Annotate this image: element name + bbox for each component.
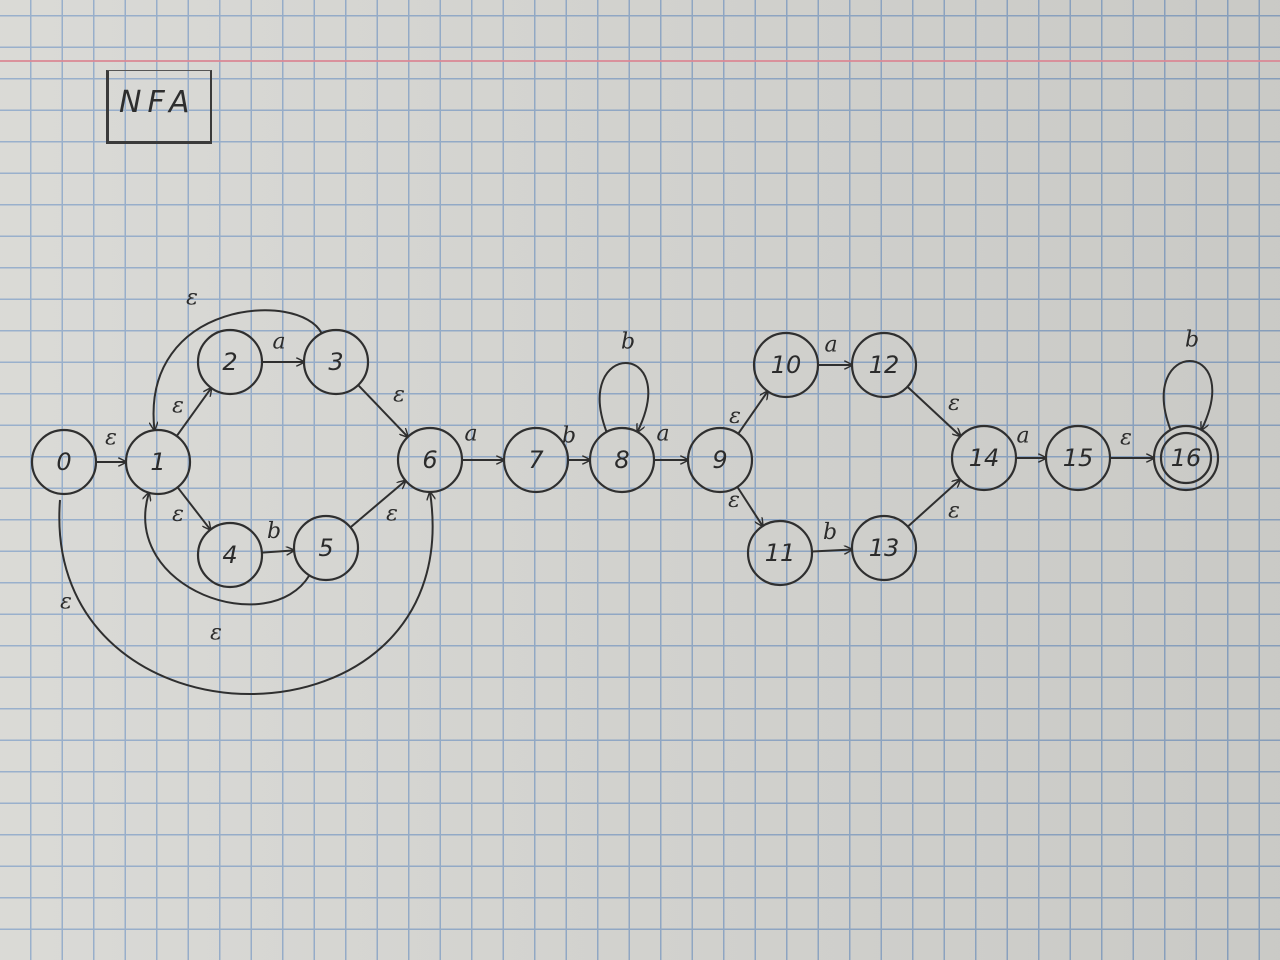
transition-1-to-4: [176, 486, 211, 529]
transition-12-to-14: [906, 386, 960, 436]
transition-13-to-14: [907, 479, 960, 528]
state-4: 4: [196, 521, 264, 589]
transition-label-3-to-1: ε: [186, 286, 198, 311]
transitions-layer: [58, 309, 1214, 695]
transition-label-5-to-6: ε: [386, 502, 398, 527]
transition-4-to-5: [261, 550, 294, 552]
state-7: 7: [502, 426, 570, 494]
transition-label-2-to-3: a: [272, 330, 285, 355]
transition-3-to-1: [154, 309, 323, 430]
transition-label-3-to-6: ε: [393, 383, 405, 408]
margin-line: [0, 60, 1280, 62]
state-label: 11: [765, 539, 796, 567]
state-circle: [1152, 424, 1220, 492]
state-16: 16: [1152, 424, 1220, 492]
state-14: 14: [950, 424, 1018, 492]
transition-label-4-to-5: b: [267, 519, 281, 544]
transition-label-9-to-10: ε: [729, 404, 741, 429]
state-12: 12: [850, 331, 918, 399]
transition-label-0-to-6: ε: [60, 590, 72, 615]
state-label: 13: [869, 534, 900, 562]
state-label: 12: [869, 351, 900, 379]
state-circle: [588, 426, 656, 494]
transition-label-1-to-4: ε: [172, 502, 184, 527]
state-15: 15: [1044, 424, 1112, 492]
state-label: 14: [969, 444, 1000, 472]
state-label: 10: [771, 351, 802, 379]
transition-1-to-2: [175, 388, 212, 437]
transition-label-7-to-8: b: [562, 424, 576, 449]
state-circle: [124, 428, 192, 496]
state-circle: [752, 331, 820, 399]
state-10: 10: [752, 331, 820, 399]
state-circle: [850, 331, 918, 399]
transition-8-to-8: [598, 362, 650, 432]
transition-label-11-to-13: b: [823, 520, 837, 545]
transition-label-16-to-16: b: [1185, 328, 1199, 353]
state-circle: [196, 328, 264, 396]
title-box: NFA: [106, 70, 212, 144]
transition-label-5-to-1: ε: [210, 621, 222, 646]
state-label: 2: [222, 348, 237, 376]
state-label: 7: [528, 446, 544, 474]
state-5: 5: [292, 514, 360, 582]
state-11: 11: [746, 519, 814, 587]
state-circle: [292, 514, 360, 582]
state-label: 4: [222, 541, 237, 569]
state-13: 13: [850, 514, 918, 582]
transition-label-12-to-14: ε: [948, 391, 960, 416]
transition-label-15-to-16: ε: [1120, 426, 1132, 451]
state-label: 6: [422, 446, 437, 474]
state-9: 9: [686, 426, 754, 494]
state-circle: [686, 426, 754, 494]
transition-5-to-6: [349, 481, 405, 529]
transition-label-8-to-8: b: [621, 330, 635, 355]
state-0: 0: [30, 428, 98, 496]
state-circle: [746, 519, 814, 587]
state-circle: [196, 521, 264, 589]
state-label: 3: [328, 348, 343, 376]
state-circle: [30, 428, 98, 496]
state-label: 15: [1063, 444, 1094, 472]
transition-label-14-to-15: a: [1016, 424, 1029, 449]
state-circle: [1044, 424, 1112, 492]
transition-label-8-to-9: a: [656, 422, 669, 447]
state-circle: [396, 426, 464, 494]
state-8: 8: [588, 426, 656, 494]
transition-label-0-to-1: ε: [105, 426, 117, 451]
state-label: 1: [150, 448, 165, 476]
transition-9-to-10: [737, 391, 767, 435]
state-1: 1: [124, 428, 192, 496]
state-3: 3: [302, 328, 370, 396]
state-label: 5: [318, 534, 333, 562]
state-circle: [302, 328, 370, 396]
state-6: 6: [396, 426, 464, 494]
transition-label-1-to-2: ε: [172, 394, 184, 419]
transition-16-to-16: [1162, 360, 1214, 430]
transition-label-9-to-11: ε: [728, 488, 740, 513]
transition-label-13-to-14: ε: [948, 499, 960, 524]
state-label: 8: [614, 446, 629, 474]
transition-label-10-to-12: a: [824, 333, 837, 358]
state-2: 2: [196, 328, 264, 396]
state-circle: [950, 424, 1018, 492]
transition-3-to-6: [357, 384, 408, 437]
state-label: 9: [712, 446, 727, 474]
transition-labels-layer: ε ε ε a b ε ε ε ε ε a b b a ε ε a b ε ε a ε b: [60, 286, 1199, 646]
state-circle: [850, 514, 918, 582]
state-circle: [502, 426, 570, 494]
transition-9-to-11: [736, 486, 762, 526]
state-label: 16: [1171, 444, 1202, 472]
transition-11-to-13: [811, 550, 852, 552]
state-label: 0: [56, 448, 71, 476]
transition-0-to-6: [58, 492, 432, 695]
transition-5-to-1: [145, 493, 311, 606]
transition-label-6-to-7: a: [464, 422, 477, 447]
accept-state-inner-circle: [1159, 431, 1213, 485]
diagram-title: NFA: [119, 85, 196, 120]
